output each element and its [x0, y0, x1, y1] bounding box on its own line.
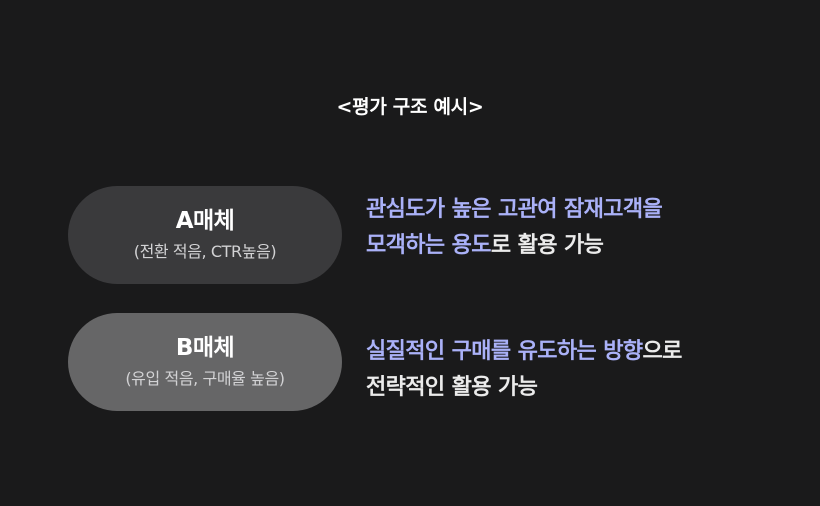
media-a-desc-line2-highlight: 모객하는 용도: [366, 233, 492, 258]
media-b-subtitle: (유입 적음, 구매율 높음): [125, 369, 285, 388]
media-a-desc-line1-highlight: 관심도가 높은 고관여 잠재고객을: [366, 197, 663, 222]
media-a-desc-line1: 관심도가 높은 고관여 잠재고객을: [366, 192, 806, 228]
media-b-desc-line2: 전략적인 활용 가능: [366, 370, 806, 406]
media-a-subtitle: (전환 적음, CTR높음): [133, 242, 277, 261]
media-a-card: A매체 (전환 적음, CTR높음): [68, 186, 342, 284]
media-b-description: 실질적인 구매를 유도하는 방향으로 전략적인 활용 가능: [366, 334, 806, 406]
media-a-desc-line2: 모객하는 용도로 활용 가능: [366, 228, 806, 264]
media-b-desc-line2-plain: 전략적인 활용 가능: [366, 375, 538, 400]
media-b-desc-line1: 실질적인 구매를 유도하는 방향으로: [366, 334, 806, 370]
media-b-desc-line1-plain: 으로: [642, 339, 683, 364]
media-b-desc-line1-highlight: 실질적인 구매를 유도하는 방향: [366, 339, 643, 364]
media-a-desc-line2-plain: 로 활용 가능: [490, 233, 604, 258]
media-b-card: B매체 (유입 적음, 구매율 높음): [68, 313, 342, 411]
media-b-name: B매체: [175, 335, 235, 361]
media-a-description: 관심도가 높은 고관여 잠재고객을 모객하는 용도로 활용 가능: [366, 192, 806, 264]
page-title: <평가 구조 예시>: [336, 96, 484, 118]
media-a-name: A매체: [175, 208, 235, 234]
